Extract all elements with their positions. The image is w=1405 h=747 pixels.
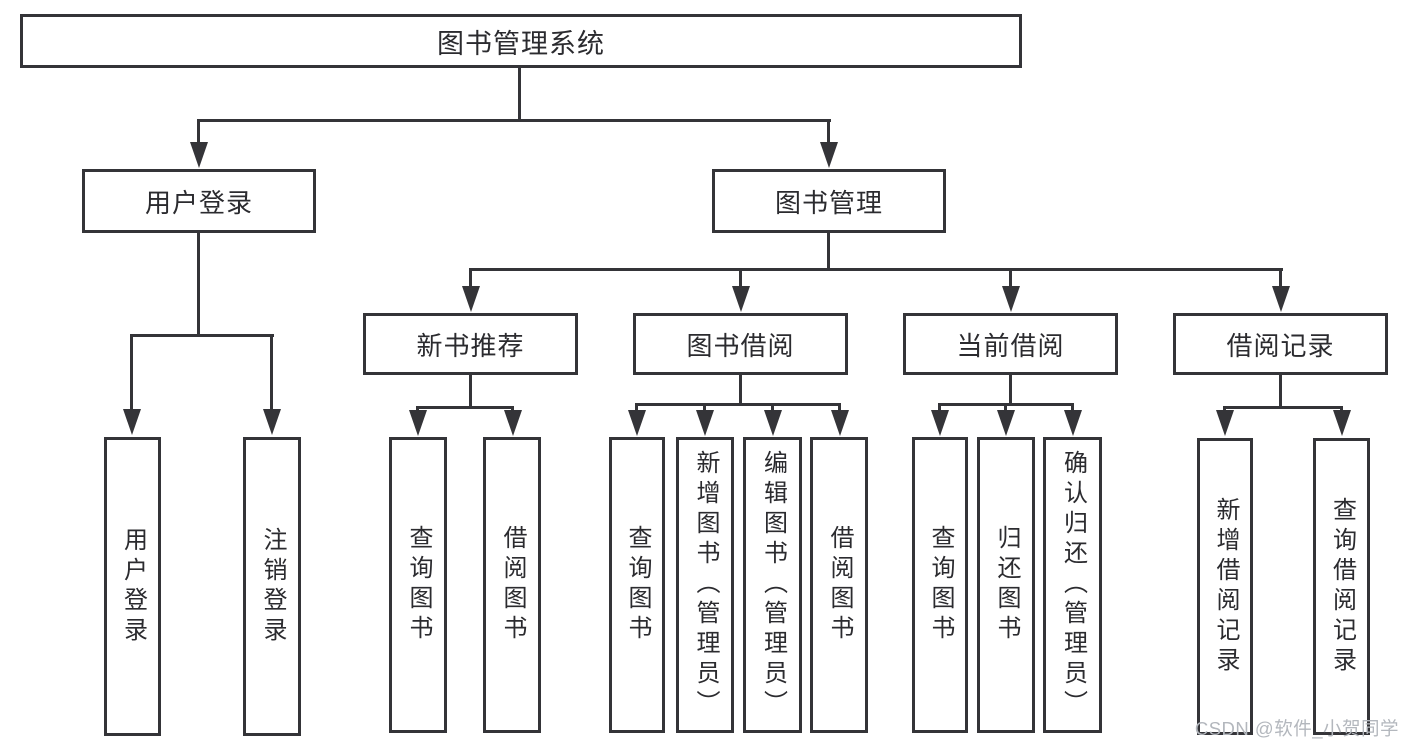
connector-level2-rail [197, 119, 831, 122]
arrowhead-bb4 [831, 410, 849, 436]
connector-drop-book-borrow [739, 268, 742, 290]
connector-login-stem [197, 233, 200, 337]
node-book-management: 图书管理 [712, 169, 946, 233]
connector-bb-rail [635, 403, 841, 406]
node-library-management-system: 图书管理系统 [20, 14, 1022, 68]
arrowhead-cb3 [1064, 410, 1082, 436]
leaf-user-login: 用户登录 [104, 437, 161, 736]
connector-br-rail [1223, 406, 1343, 409]
connector-root-stem [518, 68, 521, 121]
arrowhead-br1 [1216, 410, 1234, 436]
leaf-add-borrow-record: 新增借阅记录 [1197, 438, 1253, 735]
leaf-add-books-admin: 新增图书（管理员） [676, 437, 734, 733]
connector-mgmt-stem [827, 233, 830, 271]
leaf-borrow-books-borrowing: 借阅图书 [810, 437, 868, 733]
connector-drop-leaf-logout [270, 334, 273, 412]
leaf-logout: 注销登录 [243, 437, 301, 736]
connector-drop-cb3 [1071, 403, 1074, 413]
arrowhead-bb2 [696, 410, 714, 436]
connector-nbr-rail [416, 406, 514, 409]
arrowhead-leaf-login [123, 409, 141, 435]
connector-drop-current-borrow [1009, 268, 1012, 290]
connector-drop-leaf-login [130, 334, 133, 412]
connector-bb-stem [739, 375, 742, 406]
arrowhead-book-borrow [732, 286, 750, 312]
arrowhead-nbr-query [409, 410, 427, 436]
node-current-borrowing: 当前借阅 [903, 313, 1118, 375]
leaf-confirm-return-admin: 确认归还（管理员） [1043, 437, 1102, 733]
connector-drop-bb1 [635, 403, 638, 413]
node-new-book-recommendation: 新书推荐 [363, 313, 578, 375]
connector-drop-book-management [827, 119, 830, 146]
arrowhead-cb1 [931, 410, 949, 436]
arrowhead-user-login [190, 142, 208, 168]
node-book-borrowing: 图书借阅 [633, 313, 848, 375]
arrowhead-bb1 [628, 410, 646, 436]
arrowhead-br2 [1333, 410, 1351, 436]
arrowhead-bb3 [764, 410, 782, 436]
connector-login-rail [130, 334, 274, 337]
leaf-query-books-recommend: 查询图书 [389, 437, 447, 733]
connector-nbr-stem [469, 375, 472, 409]
connector-drop-user-login [197, 119, 200, 146]
connector-level3-rail [469, 268, 1283, 271]
connector-drop-new-book [469, 268, 472, 290]
connector-drop-bb4 [838, 403, 841, 413]
leaf-return-books: 归还图书 [977, 437, 1035, 733]
leaf-edit-books-admin: 编辑图书（管理员） [743, 437, 802, 733]
arrowhead-cb2 [997, 410, 1015, 436]
arrowhead-book-management [820, 142, 838, 168]
arrowhead-current-borrow [1002, 286, 1020, 312]
connector-drop-cb2 [1004, 403, 1007, 413]
node-borrowing-records: 借阅记录 [1173, 313, 1388, 375]
leaf-query-books-current: 查询图书 [912, 437, 968, 733]
arrowhead-leaf-logout [263, 409, 281, 435]
arrowhead-borrow-records [1272, 286, 1290, 312]
leaf-query-books-borrowing: 查询图书 [609, 437, 665, 733]
connector-br-stem [1279, 375, 1282, 409]
connector-drop-borrow-records [1279, 268, 1282, 290]
arrowhead-nbr-borrow [504, 410, 522, 436]
csdn-watermark: CSDN @软件_小贺同学 [1194, 718, 1399, 739]
connector-drop-cb1 [938, 403, 941, 413]
node-user-login: 用户登录 [82, 169, 316, 233]
leaf-query-borrow-record: 查询借阅记录 [1313, 438, 1370, 735]
connector-cb-stem [1009, 375, 1012, 406]
arrowhead-new-book [462, 286, 480, 312]
connector-drop-bb2 [703, 403, 706, 413]
leaf-borrow-books-recommend: 借阅图书 [483, 437, 541, 733]
connector-drop-bb3 [771, 403, 774, 413]
